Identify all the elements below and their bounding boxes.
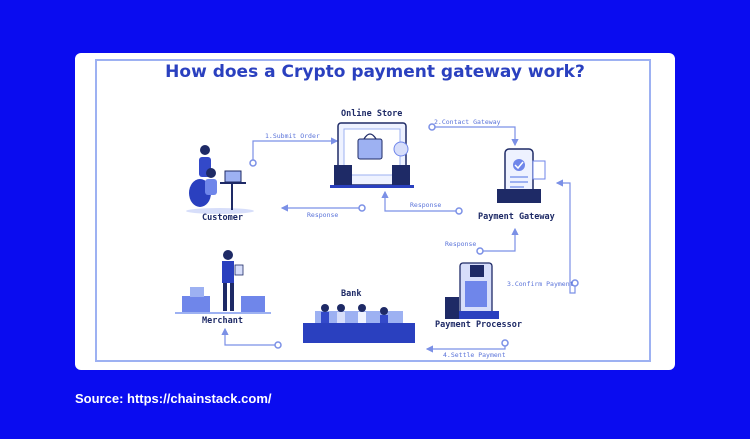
edge-confirm-payment-label: 3.Confirm Payment: [507, 280, 574, 288]
online-store-illustration: [330, 122, 414, 188]
node-bank-label: Bank: [341, 289, 362, 299]
node-payment-processor-label: Payment Processor: [435, 320, 522, 330]
edge-response-gateway-store-label: Response: [410, 201, 442, 209]
edge-settle-payment-label: 4.Settle Payment: [443, 351, 506, 359]
payment-processor-illustration: [445, 262, 499, 319]
diagram-title: How does a Crypto payment gateway work?: [165, 62, 585, 82]
node-payment-gateway-label: Payment Gateway: [478, 212, 555, 222]
edge-contact-gateway-label: 2.Contact Gateway: [434, 118, 501, 126]
customer-illustration: [186, 145, 254, 214]
bank-illustration: [303, 304, 415, 343]
edge-confirm-payment: [555, 179, 576, 294]
edge-response-processor-gateway-label: Response: [445, 240, 477, 248]
edge-contact-gateway: [432, 126, 519, 147]
edge-response-gateway-store: [381, 190, 459, 212]
edge-bank-merchant: [221, 327, 278, 346]
node-merchant-label: Merchant: [202, 316, 243, 326]
node-customer-label: Customer: [202, 213, 243, 223]
edge-settle-payment: [425, 343, 506, 353]
edge-submit-order-label: 1.Submit Order: [265, 132, 320, 140]
payment-gateway-illustration: [497, 148, 546, 203]
merchant-illustration: [175, 250, 271, 314]
source-caption: Source: https://chainstack.com/: [75, 391, 272, 406]
diagram-card: How does a Crypto payment gateway work? …: [75, 53, 675, 370]
diagram-frame: [95, 59, 651, 362]
edge-submit-order: [252, 137, 339, 163]
edge-response-store-customer-label: Response: [307, 211, 339, 219]
diagram-graphics: [175, 122, 579, 353]
edge-response-processor-gateway: [480, 227, 519, 252]
node-online-store-label: Online Store: [341, 109, 403, 119]
